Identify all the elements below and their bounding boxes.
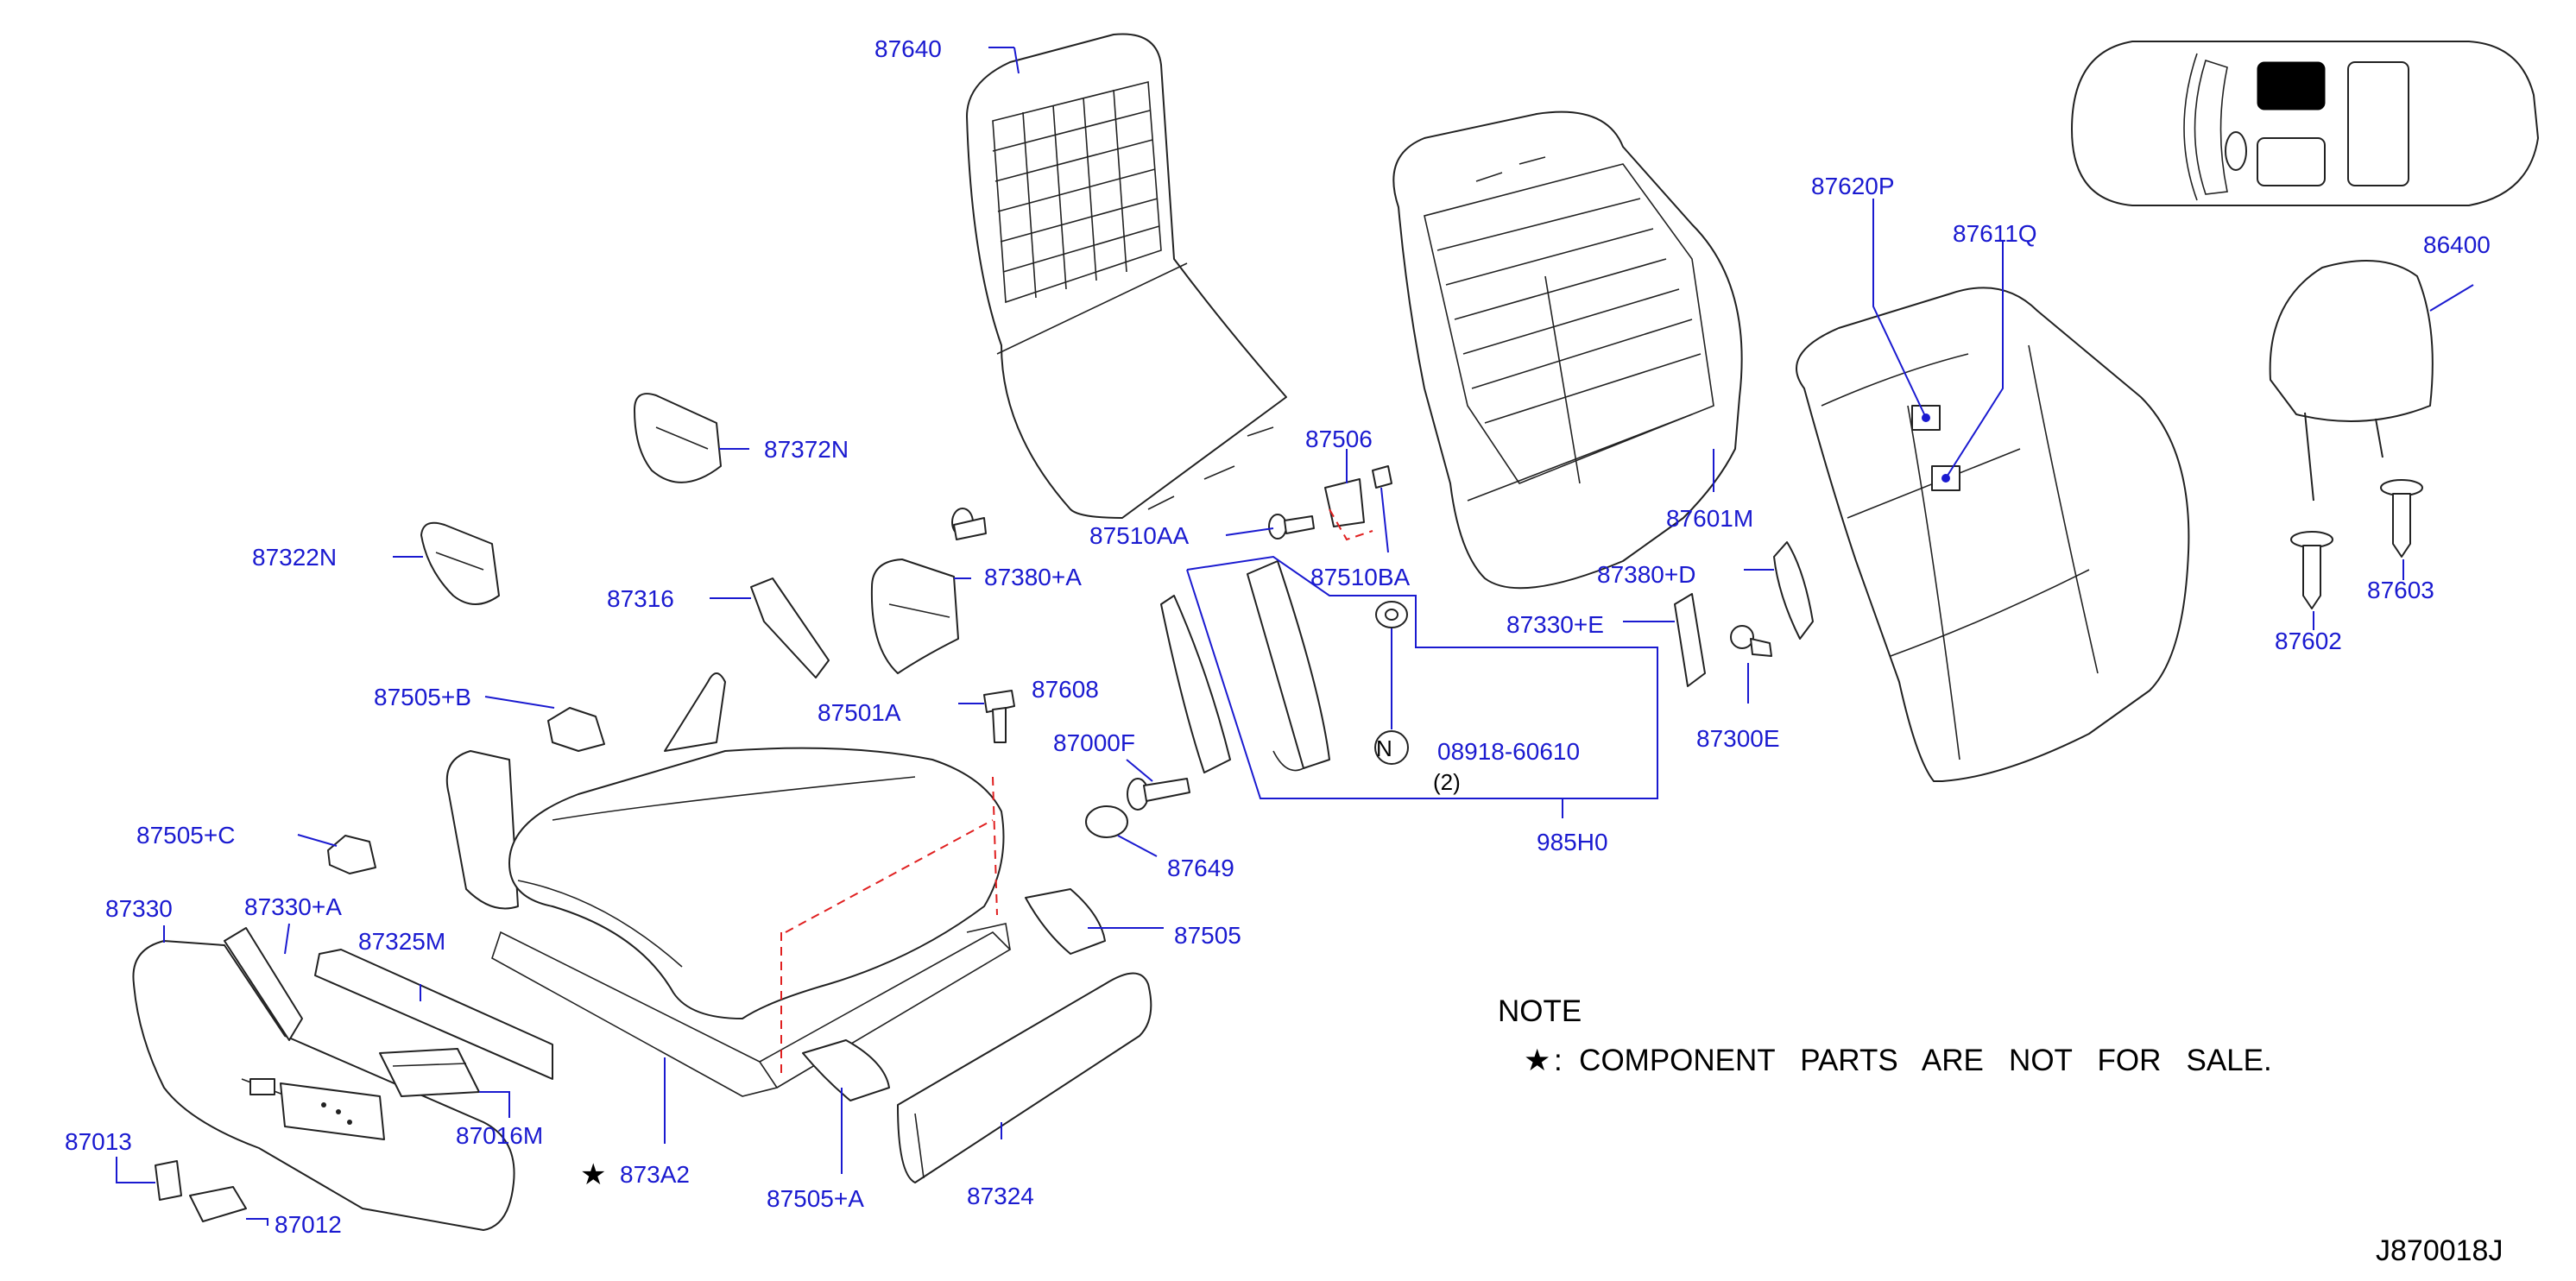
diagram-reference: J870018J [2376, 1234, 2503, 1267]
front-finisher-87324 [897, 972, 1152, 1183]
bolt-87501A-icon [951, 508, 987, 540]
label-87601M: 87601M [1666, 505, 1753, 532]
label-87330A: 87330+A [244, 893, 342, 920]
label-87330E: 87330+E [1506, 611, 1604, 638]
label-87602: 87602 [2275, 628, 2342, 654]
label-87510AA: 87510AA [1089, 522, 1190, 549]
label-87330: 87330 [105, 895, 173, 922]
label-86400: 86400 [2423, 231, 2491, 258]
note-block: NOTE ★ : COMPONENT PARTS ARE NOT FOR SAL… [1498, 994, 2272, 1077]
note-star-icon: ★ [1524, 1044, 1550, 1077]
label-985H0: 985H0 [1537, 829, 1608, 855]
label-87505C: 87505+C [136, 822, 235, 849]
label-87505: 87505 [1174, 922, 1241, 949]
label-87013: 87013 [65, 1128, 132, 1155]
label-87506: 87506 [1305, 426, 1373, 452]
seatback-trim-87620P [1796, 287, 2190, 782]
label-87608: 87608 [1032, 676, 1099, 703]
label-87603: 87603 [2367, 577, 2434, 603]
headrest-86400 [2269, 260, 2434, 502]
label-87505B: 87505+B [374, 684, 471, 710]
bolt-87608-icon [983, 690, 1015, 743]
bolt-87510AA-icon [1268, 514, 1315, 540]
label-87620P: 87620P [1811, 173, 1895, 199]
cover-87372N [634, 393, 722, 483]
nut-08918-icon [1375, 601, 1408, 628]
seatback-frame-87601M [1392, 110, 1743, 590]
bolt-87000F-icon [1127, 778, 1190, 811]
nut-symbol-circle [1374, 730, 1409, 765]
headrest-guide-87602 [2290, 531, 2333, 609]
note-title: NOTE [1498, 994, 1582, 1028]
label-87380A: 87380+A [984, 564, 1082, 590]
clip-87300E [1730, 625, 1772, 657]
bracket-87316 [750, 577, 830, 678]
label-87325M: 87325M [358, 928, 445, 955]
label-87380D: 87380+D [1597, 561, 1695, 588]
clip-87505C [327, 835, 376, 874]
side-airbag-985H0 [1160, 560, 1330, 773]
label-87505A: 87505+A [767, 1185, 864, 1212]
label-87501A: 87501A [818, 699, 901, 726]
label-87640: 87640 [874, 35, 942, 62]
label-87510BA: 87510BA [1310, 564, 1411, 590]
side-trim-87330 [132, 940, 515, 1231]
label-87611Q: 87611Q [1953, 220, 2037, 247]
note-text: : COMPONENT PARTS ARE NOT FOR SALE. [1554, 1044, 2272, 1077]
label-87322N: 87322N [252, 544, 337, 571]
label-87324: 87324 [967, 1183, 1034, 1209]
cover-87330A [224, 927, 303, 1041]
cover-87322N [420, 521, 500, 605]
label-08918-60610: 08918-60610 [1437, 738, 1580, 765]
cover-87505 [1025, 888, 1106, 955]
label-873A2: 873A2 [620, 1161, 690, 1188]
headrest-guide-87603 [2380, 479, 2423, 558]
garnish-87325M [314, 949, 553, 1080]
nut-symbol: N [1376, 735, 1392, 761]
highlighted-seat-icon [2257, 61, 2326, 110]
label-87649: 87649 [1167, 855, 1234, 881]
label-87016M: 87016M [456, 1122, 543, 1149]
cover-87330E [1674, 593, 1706, 687]
cover-87505A [802, 1039, 890, 1101]
part-labels: 87640 87372N 87322N 87316 87380+A 87505+… [65, 35, 2491, 1238]
bracket-87506 [1324, 465, 1392, 541]
label-87300E: 87300E [1696, 725, 1780, 752]
car-locator-icon [2071, 41, 2539, 206]
label-08918-qty: (2) [1433, 769, 1461, 795]
knob-87012 [189, 1186, 247, 1222]
clip-87505B [547, 707, 605, 752]
star-marker-icon: ★ [580, 1158, 606, 1191]
label-87000F: 87000F [1053, 729, 1135, 756]
label-87012: 87012 [275, 1211, 342, 1238]
cover-87380A [870, 558, 959, 674]
label-87316: 87316 [607, 585, 674, 612]
label-87372N: 87372N [764, 436, 849, 463]
cap-87649 [1085, 805, 1128, 838]
seat-cushion-873A2 [445, 672, 1012, 1097]
knob-87013 [155, 1160, 182, 1201]
back-board-87640 [966, 33, 1287, 519]
cover-87380D [1773, 541, 1814, 640]
